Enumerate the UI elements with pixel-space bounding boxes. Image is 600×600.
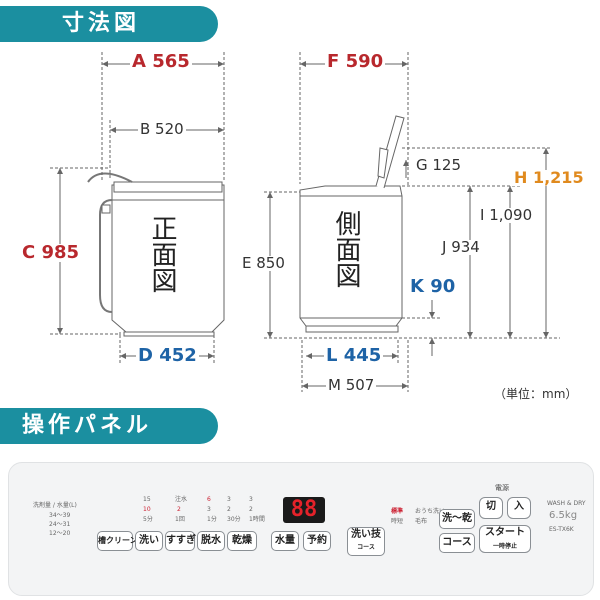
front-lid bbox=[113, 181, 223, 193]
power-off-button[interactable]: 切 bbox=[479, 497, 503, 519]
spin-time: 3 bbox=[207, 506, 211, 513]
dim-k-label: K 90 bbox=[410, 276, 456, 297]
wash-time: 15 bbox=[143, 496, 151, 503]
dim-f-label: F 590 bbox=[325, 51, 386, 72]
capacity-label: 6.5kg bbox=[549, 510, 578, 521]
power-label: 電源 bbox=[495, 484, 509, 492]
water-level-button[interactable]: 水量 bbox=[271, 531, 299, 551]
side-view-label: 側面図 bbox=[331, 210, 361, 288]
front-cord bbox=[87, 172, 133, 183]
start-pause-button[interactable]: スタート 一時停止 bbox=[479, 525, 531, 553]
dim-b-label: B 520 bbox=[138, 120, 186, 138]
wash-course-sub-label: コース bbox=[357, 544, 375, 551]
wash-time: 5分 bbox=[143, 516, 153, 523]
dim-c-label: C 985 bbox=[20, 242, 82, 263]
course-button[interactable]: コース bbox=[439, 533, 475, 553]
section-banner-dimensions: 寸法図 bbox=[0, 6, 218, 42]
dry-button[interactable]: 乾燥 bbox=[227, 531, 257, 551]
dry-time: 30分 bbox=[227, 516, 241, 523]
dry-time: 2 bbox=[227, 506, 231, 513]
detergent-row: 12～20 bbox=[49, 530, 71, 537]
mode-label: 時短 bbox=[391, 518, 404, 525]
tank-clean-button[interactable]: 槽クリーン bbox=[97, 531, 138, 551]
dim-m-label: M 507 bbox=[326, 376, 377, 394]
dim-i-label: I 1,090 bbox=[478, 206, 535, 224]
spin-button[interactable]: 脱水 bbox=[197, 531, 225, 551]
dry-hours: 1時間 bbox=[249, 516, 265, 523]
detergent-row: 24～31 bbox=[49, 521, 71, 528]
mode-label: おうち洗い bbox=[415, 508, 446, 515]
section-banner-control-panel: 操作パネル bbox=[0, 408, 218, 444]
power-on-button[interactable]: 入 bbox=[507, 497, 531, 519]
front-hose bbox=[99, 199, 113, 313]
wash-course-button[interactable]: 洗い技 コース bbox=[347, 527, 385, 556]
dim-d-label: D 452 bbox=[136, 345, 199, 366]
detergent-row: 34～39 bbox=[49, 512, 71, 519]
control-panel: 洗剤量 / 水量(L) 34～39 24～31 12～20 15 10 5分 注… bbox=[8, 462, 594, 596]
rinse-button[interactable]: すすぎ bbox=[165, 531, 196, 551]
wash-button[interactable]: 洗い bbox=[135, 531, 163, 551]
dim-h-label: H 1,215 bbox=[512, 168, 586, 187]
timer-button[interactable]: 予約 bbox=[303, 531, 331, 551]
spin-time: 1分 bbox=[207, 516, 217, 523]
spin-time: 6 bbox=[207, 496, 211, 503]
dimension-drawing bbox=[50, 52, 560, 392]
dim-j-label: J 934 bbox=[440, 238, 482, 256]
dim-g-label: G 125 bbox=[416, 156, 462, 174]
dry-hours: 2 bbox=[249, 506, 253, 513]
dim-e-label: E 850 bbox=[240, 254, 287, 272]
pause-label: 一時停止 bbox=[492, 543, 517, 550]
dim-l-label: L 445 bbox=[324, 345, 384, 366]
model-label: ES-TX6K bbox=[549, 526, 574, 533]
mode-label: 標準 bbox=[391, 508, 404, 515]
detergent-header: 洗剤量 / 水量(L) bbox=[33, 502, 77, 509]
dim-a-label: A 565 bbox=[130, 51, 192, 72]
side-body bbox=[299, 185, 403, 327]
led-display: 88 bbox=[283, 497, 325, 523]
wash-time: 10 bbox=[143, 506, 151, 513]
start-label: スタート bbox=[485, 527, 525, 538]
rinse-label: 2 bbox=[177, 506, 181, 513]
rinse-label: 注水 bbox=[175, 496, 188, 503]
rinse-label: 1回 bbox=[175, 516, 185, 523]
brand-text: WASH & DRY bbox=[547, 500, 586, 507]
unit-note: （単位：mm） bbox=[494, 387, 578, 401]
dry-hours: 3 bbox=[249, 496, 253, 503]
wash-course-label: 洗い技 bbox=[351, 529, 381, 540]
mode-label: 毛布 bbox=[415, 518, 428, 525]
dry-time: 3 bbox=[227, 496, 231, 503]
front-view-label: 正面図 bbox=[147, 215, 177, 293]
wash-dry-button[interactable]: 洗～乾 bbox=[439, 509, 475, 529]
